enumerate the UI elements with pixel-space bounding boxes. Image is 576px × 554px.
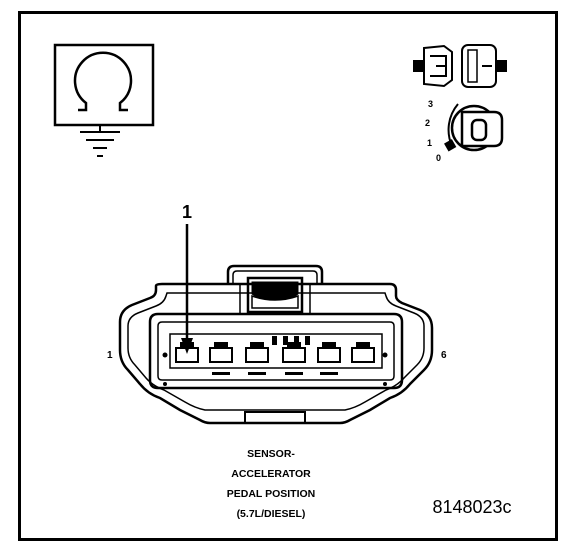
ohmmeter-ground-icon [53, 43, 155, 157]
locking-latch [239, 276, 311, 314]
title-line-4: (5.7L/DIESEL) [237, 508, 306, 520]
terminal-4 [282, 342, 306, 363]
key-position-1: 1 [427, 138, 432, 148]
title-line-3: PEDAL POSITION [227, 488, 316, 500]
title-line-1: SENSOR- [247, 448, 295, 460]
title-line-2: ACCELERATOR [231, 468, 311, 480]
component-title: SENSOR- ACCELERATOR PEDAL POSITION (5.7L… [227, 448, 316, 520]
terminal-3 [245, 342, 269, 363]
connector-housing [118, 264, 434, 425]
terminal-slots [212, 372, 338, 375]
key-position-3: 3 [428, 99, 433, 109]
terminal-cavities [175, 342, 375, 363]
connector-disconnect-icon [413, 44, 507, 88]
callout-number: 1 [182, 202, 192, 222]
pin-label-last: 6 [441, 350, 447, 361]
key-position-0: 0 [436, 153, 441, 163]
terminal-2 [209, 342, 233, 363]
ignition-key-icon: 3 2 1 0 0 [425, 99, 504, 163]
key-position-2: 2 [425, 118, 430, 128]
callout-arrow [181, 224, 193, 354]
terminal-5 [317, 342, 341, 363]
alignment-marks [162, 336, 388, 386]
terminal-6 [351, 342, 375, 363]
pin-label-first: 1 [107, 350, 113, 361]
diagram-frame [18, 11, 558, 541]
figure-id: 8148023c [432, 497, 511, 517]
